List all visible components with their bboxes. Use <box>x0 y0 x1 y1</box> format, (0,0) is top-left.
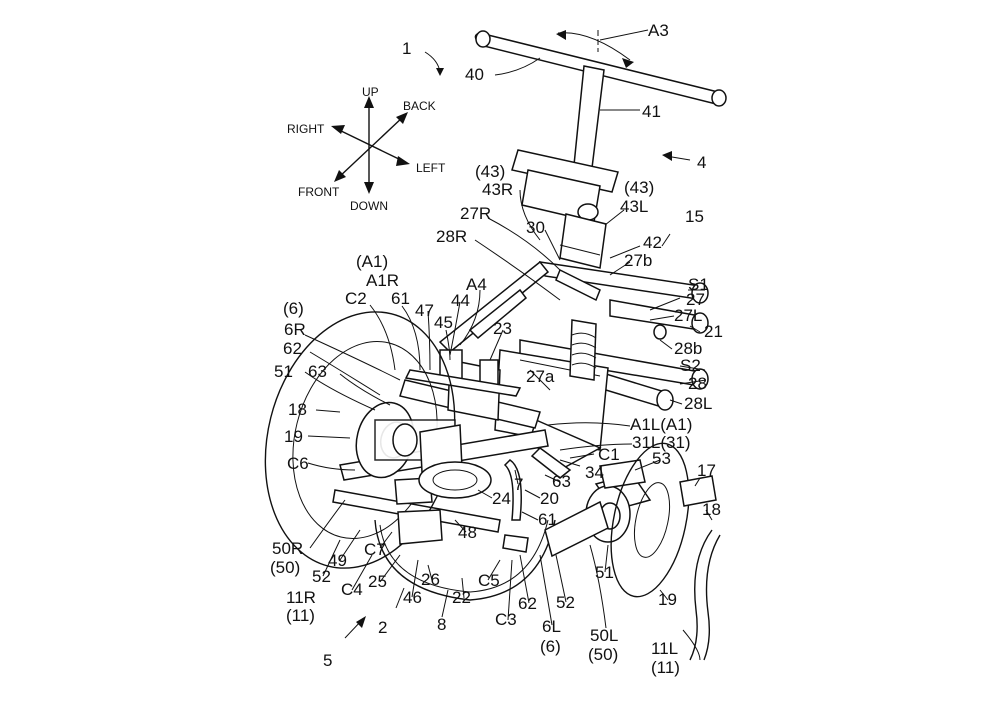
label-11r: 11R <box>286 588 316 607</box>
label-c5: C5 <box>478 571 500 590</box>
label-50l: 50L <box>590 626 618 645</box>
label-4: 4 <box>697 153 706 172</box>
label-27r: 27R <box>460 204 491 223</box>
exploded-left-wheel <box>544 442 721 661</box>
label-62-bottom: 62 <box>518 594 537 613</box>
label-53: 53 <box>652 449 671 468</box>
label-11-paren-right: (11) <box>286 606 315 625</box>
label-43l: 43L <box>620 197 648 216</box>
label-21: 21 <box>704 322 723 341</box>
label-48: 48 <box>458 523 477 542</box>
label-a1r: A1R <box>366 271 399 290</box>
label-2: 2 <box>378 618 387 637</box>
reference-labels: A3 1 40 41 4 (43) 43R (43) 43L 15 27R 30… <box>270 21 723 677</box>
label-46: 46 <box>403 588 422 607</box>
direction-back: BACK <box>403 99 436 113</box>
label-6r: 6R <box>284 320 306 339</box>
label-51-right: 51 <box>274 362 293 381</box>
label-45: 45 <box>434 313 453 332</box>
label-11-paren-left: (11) <box>651 658 680 677</box>
label-a3: A3 <box>648 21 669 40</box>
lower-frame <box>374 459 556 601</box>
label-52-left: 52 <box>556 593 575 612</box>
label-23: 23 <box>493 319 512 338</box>
label-50-paren-left: (50) <box>588 645 618 664</box>
label-22: 22 <box>452 588 471 607</box>
label-5: 5 <box>323 651 332 670</box>
label-24: 24 <box>492 489 511 508</box>
label-8: 8 <box>437 615 446 634</box>
label-41: 41 <box>642 102 661 121</box>
label-40: 40 <box>465 65 484 84</box>
label-a1l: A1L(A1) <box>630 415 692 434</box>
handlebar-assembly <box>474 30 727 269</box>
label-6-paren-left: (6) <box>540 637 561 656</box>
label-51-left: 51 <box>595 563 614 582</box>
label-49: 49 <box>328 551 347 570</box>
label-50r: 50R <box>272 539 303 558</box>
label-44: 44 <box>451 291 470 310</box>
label-28l: 28L <box>684 394 712 413</box>
label-19-left: 19 <box>658 590 677 609</box>
label-62-top: 62 <box>283 339 302 358</box>
label-27l: 27L <box>674 306 702 325</box>
direction-compass: UP DOWN BACK FRONT RIGHT LEFT <box>287 85 446 213</box>
label-28b: 28b <box>674 339 702 358</box>
label-47: 47 <box>415 301 434 320</box>
label-50-paren-right: (50) <box>270 558 300 577</box>
label-c6: C6 <box>287 454 309 473</box>
label-6-paren-right: (6) <box>283 299 304 318</box>
label-26: 26 <box>421 570 440 589</box>
label-27b: 27b <box>624 251 652 270</box>
label-17: 17 <box>697 461 716 480</box>
label-20: 20 <box>540 489 559 508</box>
label-18-left: 18 <box>702 500 721 519</box>
label-52-right: 52 <box>312 567 331 586</box>
label-6l: 6L <box>542 617 561 636</box>
label-11l: 11L <box>651 639 678 658</box>
label-34: 34 <box>585 463 604 482</box>
label-18-right: 18 <box>288 400 307 419</box>
label-43r: 43R <box>482 180 513 199</box>
label-27a: 27a <box>526 367 555 386</box>
direction-left: LEFT <box>416 161 446 175</box>
label-c7: C7 <box>364 540 386 559</box>
direction-down: DOWN <box>350 199 388 213</box>
label-42: 42 <box>643 233 662 252</box>
label-a4: A4 <box>466 275 487 294</box>
label-27: 27 <box>686 290 705 309</box>
label-s2: S2 <box>680 356 701 375</box>
label-30: 30 <box>526 218 545 237</box>
label-1: 1 <box>402 39 411 58</box>
label-7: 7 <box>514 475 523 494</box>
label-28r: 28R <box>436 227 467 246</box>
leader-lines <box>304 29 713 661</box>
label-c1: C1 <box>598 445 620 464</box>
label-63-top: 63 <box>308 362 327 381</box>
label-63-mid: 63 <box>552 472 571 491</box>
label-61-top: 61 <box>391 289 410 308</box>
label-31l: 31L(31) <box>632 433 691 452</box>
label-c3: C3 <box>495 610 517 629</box>
direction-front: FRONT <box>298 185 340 199</box>
label-19-right: 19 <box>284 427 303 446</box>
label-43-paren-left: (43) <box>624 178 654 197</box>
right-wheel <box>264 311 492 569</box>
label-s1: S1 <box>688 275 709 294</box>
label-c4: C4 <box>341 580 363 599</box>
label-c2: C2 <box>345 289 367 308</box>
label-43-paren-right: (43) <box>475 162 505 181</box>
label-25: 25 <box>368 572 387 591</box>
direction-right: RIGHT <box>287 122 325 136</box>
label-61-mid: 61 <box>538 510 557 529</box>
label-15: 15 <box>685 207 704 226</box>
label-28: 28 <box>688 374 707 393</box>
direction-up: UP <box>362 85 379 99</box>
label-a1-paren: (A1) <box>356 252 388 271</box>
